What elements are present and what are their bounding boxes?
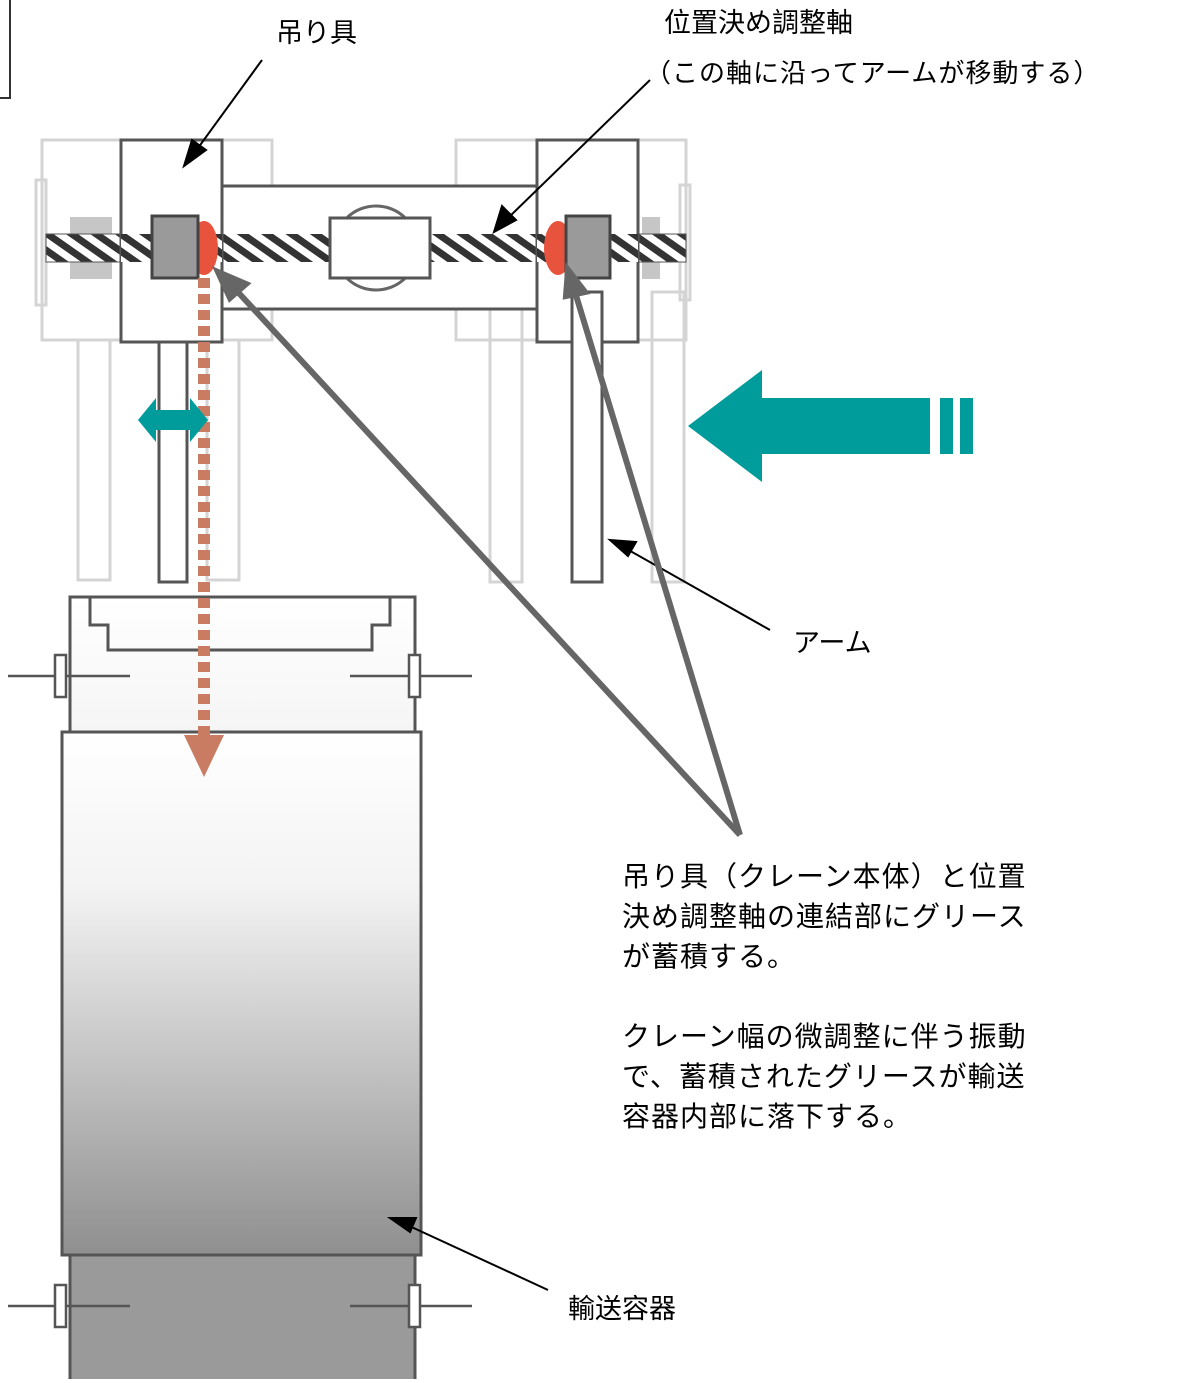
down-arrow-icon bbox=[184, 278, 224, 777]
container-body bbox=[60, 730, 423, 1257]
explanation-line: 決め調整軸の連結部にグリース bbox=[622, 900, 1027, 933]
label-hoist: 吊り具 bbox=[276, 18, 357, 49]
frame-corner bbox=[0, 0, 11, 99]
leader-lines bbox=[182, 59, 771, 1291]
side-pins-upper bbox=[8, 653, 472, 699]
label-container: 輸送容器 bbox=[568, 1294, 676, 1325]
container-bottom bbox=[68, 1253, 417, 1383]
left-arrow-icon bbox=[688, 370, 973, 482]
nut-block bbox=[328, 216, 432, 280]
explanation-line: 吊り具（クレーン本体）と位置 bbox=[622, 860, 1027, 893]
arm-left bbox=[157, 340, 189, 584]
explanation-line: 容器内部に落下する。 bbox=[622, 1100, 913, 1133]
label-shaft-note: （この軸に沿ってアームが移動する） bbox=[645, 59, 1101, 89]
container-top bbox=[68, 595, 417, 734]
explanation-line: で、蓄積されたグリースが輸送 bbox=[622, 1060, 1026, 1093]
label-arm: アーム bbox=[793, 628, 872, 659]
label-shaft-title: 位置決め調整軸 bbox=[664, 8, 853, 39]
container-lip bbox=[88, 598, 392, 652]
side-pins-lower bbox=[8, 1283, 472, 1329]
pointer-lines bbox=[212, 261, 743, 838]
explanation-line: が蓄積する。 bbox=[622, 940, 797, 973]
bearing-left bbox=[150, 214, 200, 280]
explanation-line: クレーン幅の微調整に伴う振動 bbox=[622, 1020, 1027, 1053]
bearing-right bbox=[564, 214, 612, 280]
double-arrow-icon bbox=[138, 398, 208, 442]
